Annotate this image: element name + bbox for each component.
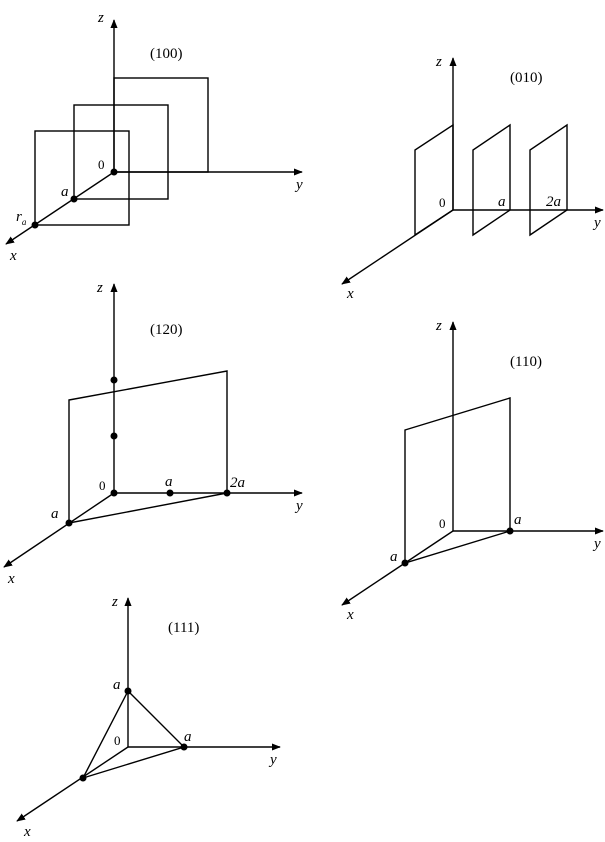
plane-120: [68, 370, 228, 524]
x-axis: [16, 746, 129, 822]
y-point-a: [166, 489, 174, 497]
plane-3: [529, 123, 568, 237]
intercept-a: [70, 195, 78, 203]
plane-back: [113, 77, 209, 173]
x-axis: [3, 492, 115, 568]
x-axis: [341, 530, 454, 606]
panel-120: (120) z y x 0 a 2a a: [3, 280, 303, 587]
origin-label: 0: [114, 733, 121, 748]
y-axis-label: y: [294, 498, 303, 514]
panel-010: (010) z y x 0 a 2a: [341, 54, 604, 302]
origin-point: [110, 168, 118, 176]
x-axis-label: x: [7, 571, 15, 587]
panel-title: (100): [150, 46, 183, 62]
z-axis-label: z: [97, 10, 104, 26]
z-axis-label: z: [96, 280, 103, 296]
plane-middle: [73, 104, 169, 200]
a-label-x: a: [51, 506, 59, 522]
origin-label: 0: [439, 516, 446, 531]
panel-title: (120): [150, 322, 183, 338]
plane-110: [404, 397, 511, 564]
z-point-a: [124, 687, 132, 695]
y-point-a: [506, 527, 514, 535]
x-axis-label: x: [346, 607, 354, 623]
y-axis-label: y: [294, 177, 303, 193]
z-axis-label: z: [435, 318, 442, 334]
a-label-y: a: [514, 512, 522, 528]
y-point-a: [180, 743, 188, 751]
a-label-z: a: [113, 677, 121, 693]
r-label: ra: [16, 209, 27, 227]
x-axis-label: x: [9, 248, 17, 264]
y-point-2a: [223, 489, 231, 497]
x-point-a: [79, 774, 87, 782]
panel-title: (110): [510, 354, 542, 370]
origin-label: 0: [98, 157, 105, 172]
z-point-2: [110, 432, 118, 440]
panel-111: (111) z y x 0 a a: [16, 594, 281, 840]
2a-label: 2a: [230, 475, 245, 491]
plane-front: [34, 130, 130, 226]
plane-2: [472, 123, 511, 237]
origin-label: 0: [439, 195, 446, 210]
panel-100: (100) z y x 0 a ra: [5, 10, 303, 264]
y-axis-label: y: [592, 536, 601, 552]
panel-110: (110) z y x 0 a a: [341, 318, 604, 623]
x-axis-label: x: [346, 286, 354, 302]
z-axis-label: z: [435, 54, 442, 70]
a-label-x: a: [390, 549, 398, 565]
x-axis: [5, 171, 115, 245]
a-label: a: [61, 184, 69, 200]
2a-label: 2a: [546, 194, 561, 210]
plane-111: [81, 689, 186, 780]
panel-title: (111): [168, 620, 199, 636]
y-axis-label: y: [592, 215, 601, 231]
origin-label: 0: [99, 478, 106, 493]
x-point-a: [401, 559, 409, 567]
a-label-y: a: [165, 474, 173, 490]
z-point-1: [110, 376, 118, 384]
x-axis-label: x: [23, 824, 31, 840]
origin-point: [110, 489, 118, 497]
x-point-a: [65, 519, 73, 527]
a-label: a: [498, 194, 506, 210]
z-axis-label: z: [111, 594, 118, 610]
plane-1: [414, 123, 454, 237]
y-axis-label: y: [268, 752, 277, 768]
intercept-r: [31, 221, 39, 229]
a-label-y: a: [184, 729, 192, 745]
panel-title: (010): [510, 70, 543, 86]
